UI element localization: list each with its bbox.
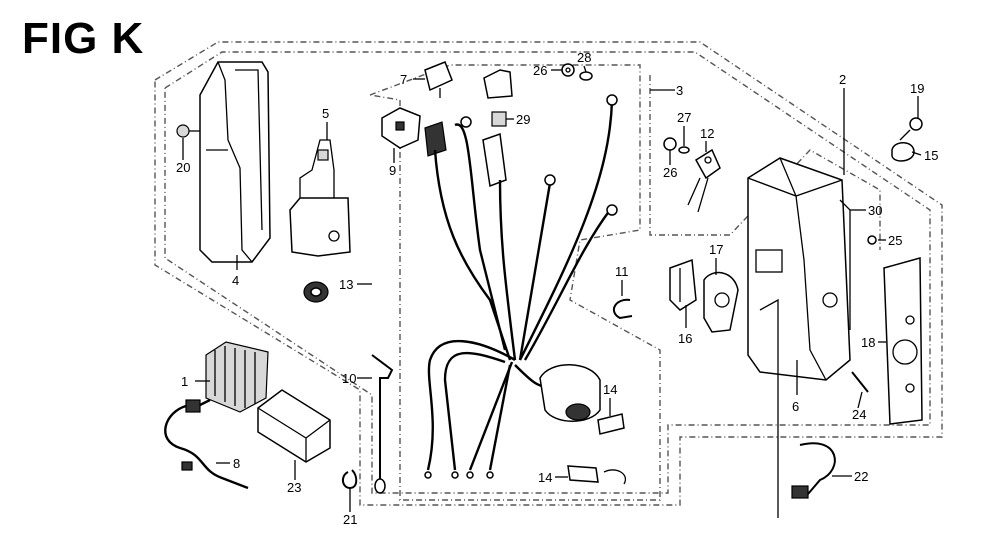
part-11-clip <box>612 298 633 320</box>
callout-16: 16 <box>678 331 692 346</box>
callout-19: 19 <box>910 81 924 96</box>
callout-26b: 26 <box>663 165 677 180</box>
part-25-screw <box>867 235 877 245</box>
callout-15: 15 <box>924 148 938 163</box>
part-12-terminal <box>687 148 721 213</box>
part-7-connector <box>424 61 453 98</box>
part-8-harness <box>164 398 249 490</box>
callout-22: 22 <box>854 469 868 484</box>
callout-28: 28 <box>577 50 591 65</box>
callout-10: 10 <box>342 371 356 386</box>
part-26-nut-lower <box>663 137 677 151</box>
leader-lines <box>182 65 922 512</box>
part-20-bolt <box>176 124 200 138</box>
callout-9: 9 <box>389 163 396 178</box>
callout-14b: 14 <box>538 470 552 485</box>
fuse-holder <box>483 69 513 99</box>
callout-13: 13 <box>339 277 353 292</box>
figure-title: FIG K <box>22 14 145 63</box>
part-21-clip <box>342 469 358 490</box>
part-16-bracket <box>669 258 697 311</box>
callout-27: 27 <box>677 110 691 125</box>
part-13-harness <box>424 94 618 479</box>
part-1-rectifier <box>205 341 269 413</box>
callout-7: 7 <box>400 72 407 87</box>
part-15-clamp <box>891 142 915 162</box>
callout-17: 17 <box>709 242 723 257</box>
callout-8: 8 <box>233 456 240 471</box>
main-switch <box>539 364 601 422</box>
part-26-nut-top <box>561 63 575 77</box>
callout-20: 20 <box>176 160 190 175</box>
callout-11: 11 <box>615 264 629 279</box>
part-5-bracket <box>289 139 351 257</box>
part-27-washer <box>678 146 690 154</box>
part-22-tie <box>791 442 836 499</box>
part-17-switch <box>703 271 739 333</box>
part-23-cover <box>257 389 331 463</box>
callout-18: 18 <box>861 335 875 350</box>
callout-21: 21 <box>343 512 357 527</box>
grommet <box>303 281 329 303</box>
part-9-switch <box>381 107 421 149</box>
callout-4: 4 <box>232 273 239 288</box>
callout-1: 1 <box>181 374 188 389</box>
callout-labels: 1 2 3 4 5 6 7 8 9 10 11 12 13 14 14 15 1… <box>176 50 938 527</box>
callout-24: 24 <box>852 407 866 422</box>
callout-26a: 26 <box>533 63 547 78</box>
callout-25: 25 <box>888 233 902 248</box>
callout-30: 30 <box>868 203 882 218</box>
callout-3: 3 <box>676 83 683 98</box>
part-14-plug-lower <box>567 465 627 485</box>
callout-2: 2 <box>839 72 846 87</box>
part-24-bolt <box>851 371 869 393</box>
part-10-rod <box>371 354 394 494</box>
callout-29: 29 <box>516 112 530 127</box>
part-19-bolt <box>899 117 923 141</box>
part-2-control-box <box>747 157 851 381</box>
part-14-plug-upper <box>597 413 625 435</box>
part-4-cover <box>199 61 271 263</box>
callout-6: 6 <box>792 399 799 414</box>
part-18-plate <box>883 257 923 425</box>
part-29-fuse <box>491 111 507 127</box>
part-28-washer <box>579 71 593 81</box>
callout-12: 12 <box>700 126 714 141</box>
group-outline <box>154 41 943 506</box>
part-6-stay <box>759 298 779 518</box>
callout-5: 5 <box>322 106 329 121</box>
callout-14a: 14 <box>603 382 617 397</box>
callout-23: 23 <box>287 480 301 495</box>
